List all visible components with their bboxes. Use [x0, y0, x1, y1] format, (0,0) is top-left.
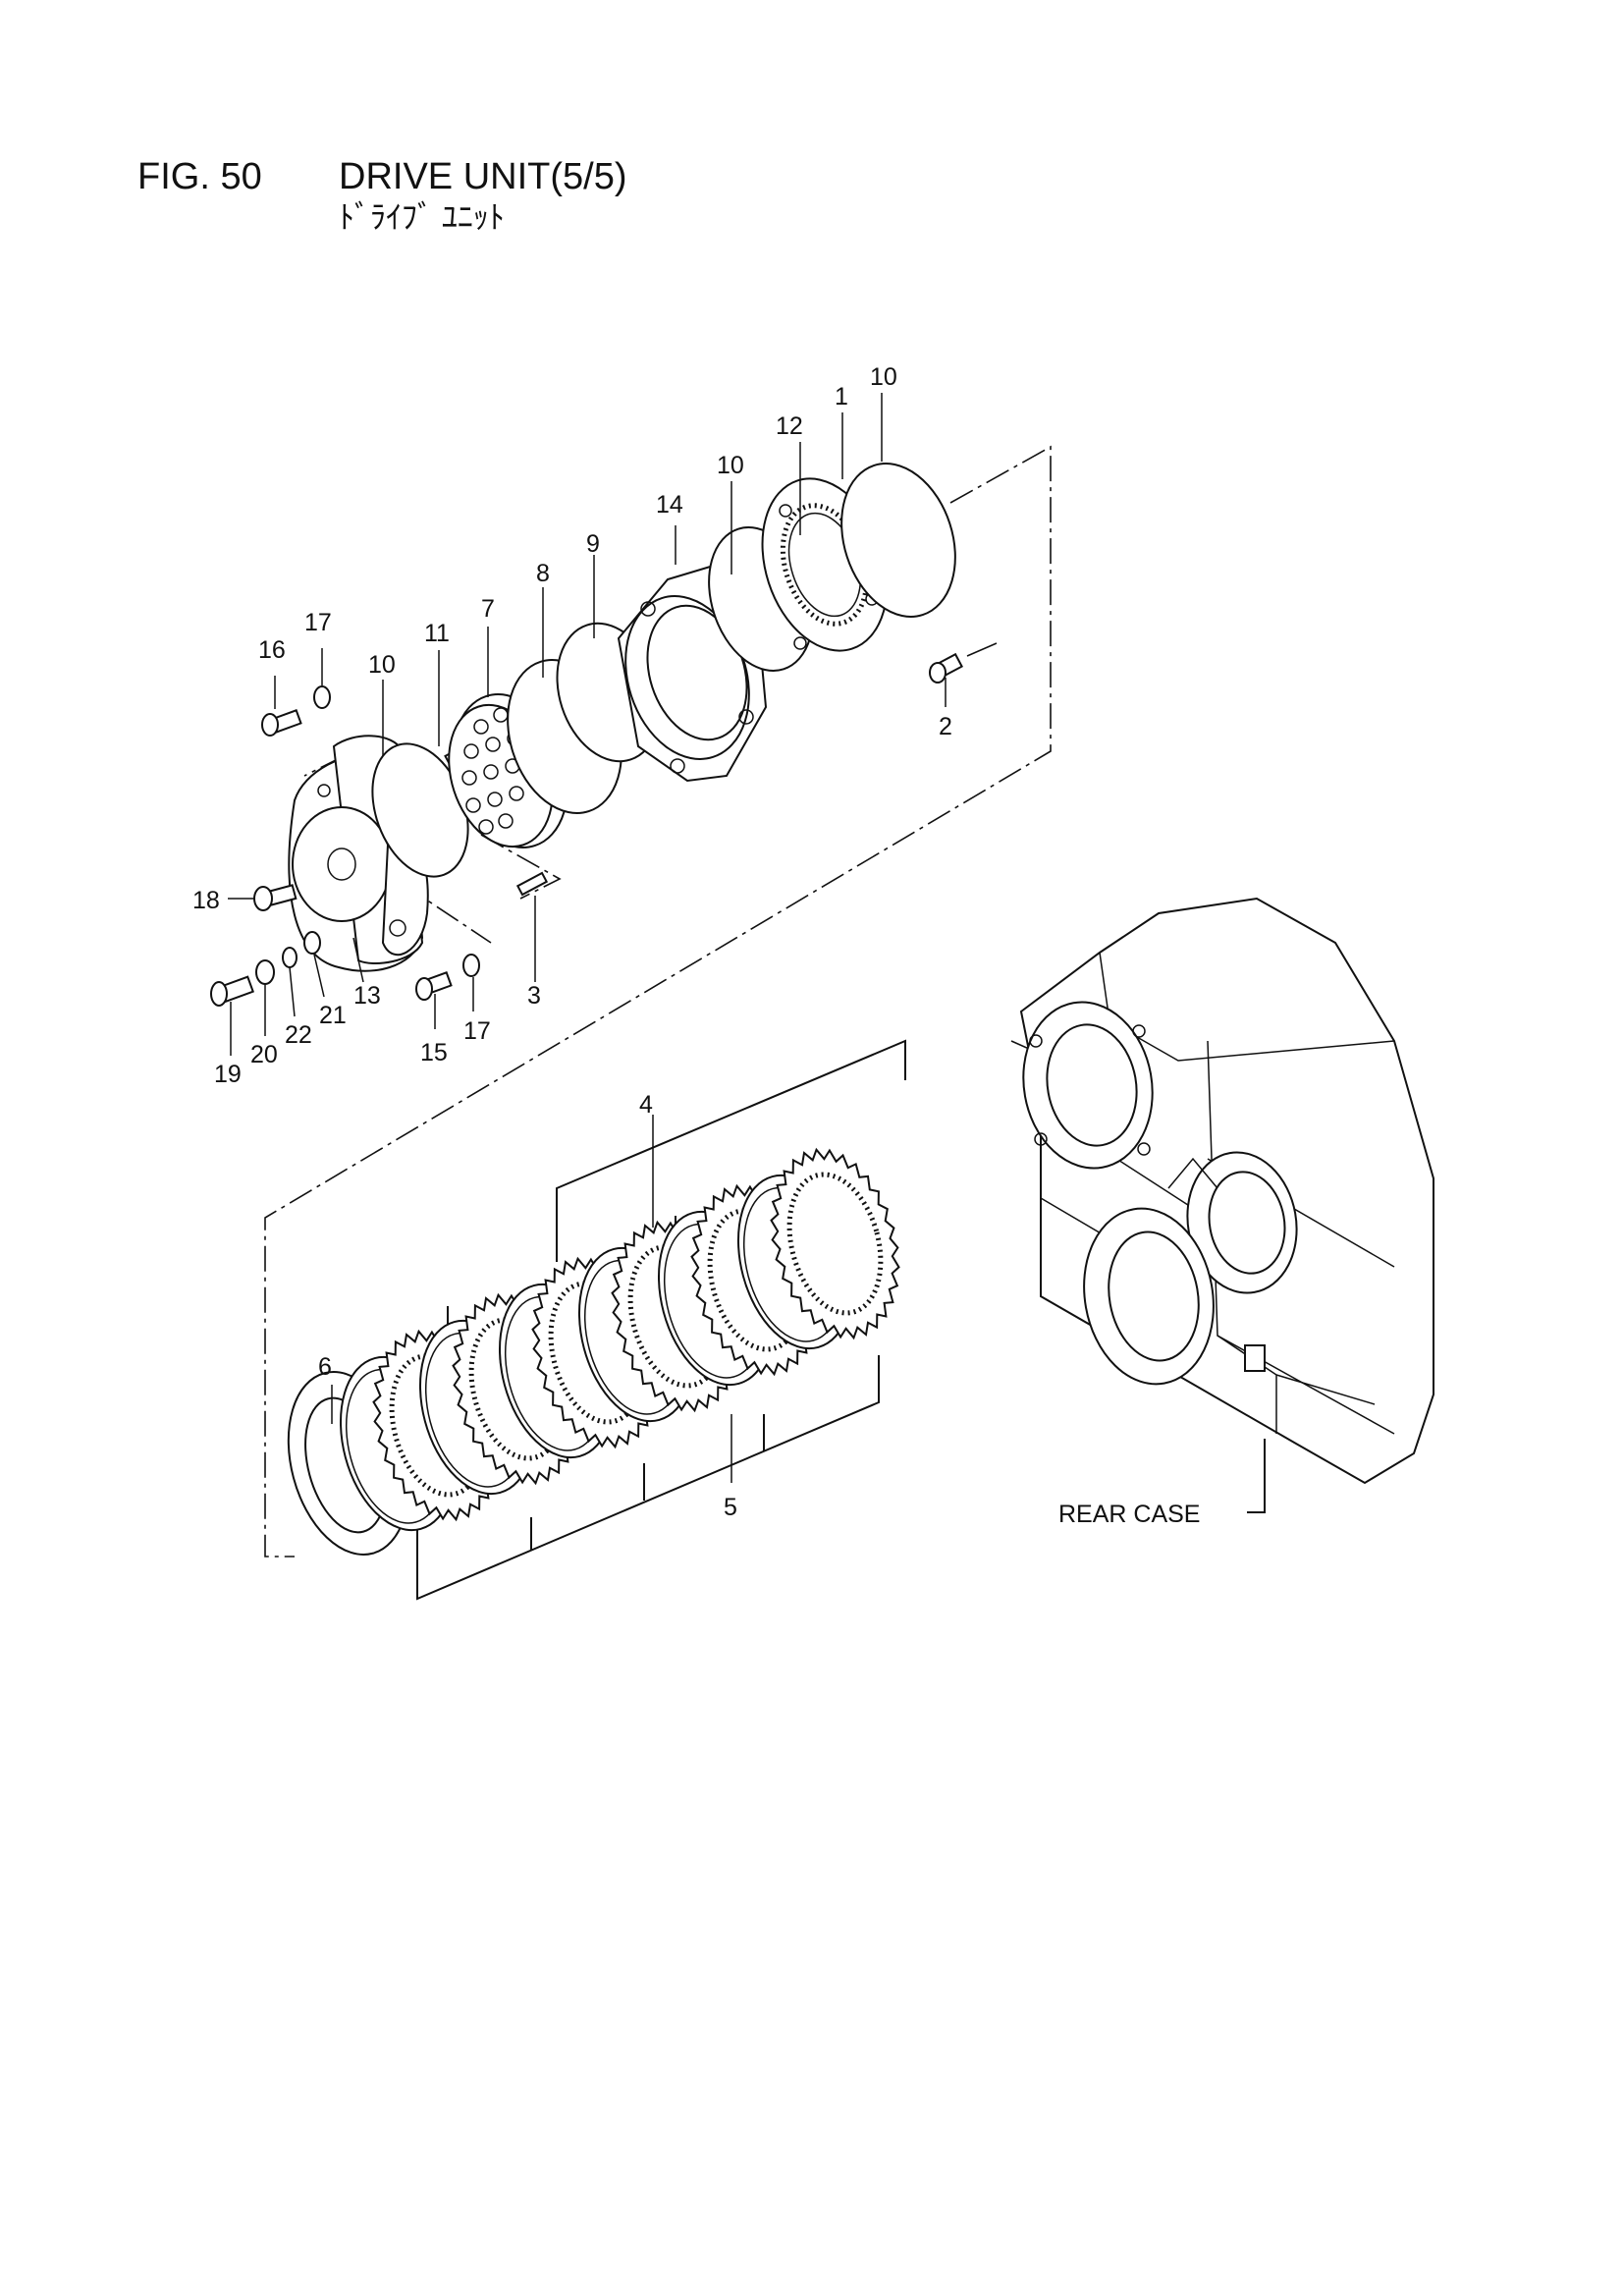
callout-4: 4: [639, 1091, 653, 1119]
washer-21: [303, 931, 321, 955]
callout-5: 5: [724, 1494, 737, 1521]
callout-1: 1: [835, 383, 848, 410]
bolt-18: [253, 884, 298, 911]
callout-20: 20: [250, 1041, 278, 1068]
callouts-upper: 1 10 12 10 14 9 8 7 11 10 17 16 2 18 3 1…: [192, 363, 952, 1088]
callout-9: 9: [586, 530, 600, 558]
washer-17-top: [313, 685, 331, 709]
screw-2: [929, 652, 963, 683]
callout-18: 18: [192, 887, 220, 914]
washer-22: [282, 947, 298, 968]
callout-22: 22: [285, 1021, 312, 1049]
callout-12: 12: [776, 412, 803, 440]
callout-16: 16: [258, 636, 286, 664]
callout-11: 11: [424, 620, 450, 647]
callout-13: 13: [353, 982, 381, 1010]
callout-3: 3: [527, 982, 541, 1010]
figure-title: DRIVE UNIT(5/5): [339, 156, 626, 197]
callout-10-middle: 10: [717, 452, 744, 479]
bolt-19: [210, 975, 254, 1007]
callout-21: 21: [319, 1002, 347, 1029]
o-ring-10-right: [840, 463, 956, 618]
callout-8: 8: [536, 560, 550, 587]
callout-14: 14: [656, 491, 683, 519]
figure-number: FIG. 50: [137, 156, 262, 197]
callout-17-top: 17: [304, 609, 332, 636]
callout-15: 15: [420, 1039, 448, 1066]
figure-header: FIG. 50 DRIVE UNIT(5/5) ﾄﾞﾗｲﾌﾞ ﾕﾆｯﾄ: [137, 156, 626, 235]
rear-case-label: REAR CASE: [1058, 1501, 1200, 1528]
bolt-16: [261, 709, 302, 737]
steel-plate-inner-teeth: [786, 1172, 884, 1316]
callout-10-right: 10: [870, 363, 897, 391]
steel-plate: [770, 1147, 900, 1340]
figure-subtitle-jp: ﾄﾞﾗｲﾌﾞ ﾕﾆｯﾄ: [339, 199, 505, 235]
rear-case-callout: REAR CASE: [1058, 1439, 1266, 1528]
callout-10-left: 10: [368, 651, 396, 679]
nut-20: [255, 959, 275, 985]
callout-7: 7: [481, 595, 495, 623]
callout-17-bottom: 17: [463, 1017, 491, 1045]
clutch-discs: [339, 1147, 900, 1532]
callout-6: 6: [318, 1353, 332, 1381]
upper-assembly: 1 10 12 10 14 9 8 7 11 10 17 16 2 18 3 1…: [192, 363, 998, 1088]
callout-19: 19: [214, 1061, 242, 1088]
callout-2: 2: [939, 713, 952, 740]
leader-lines-upper: [228, 393, 947, 1056]
washer-17-bottom: [462, 954, 480, 977]
pin-3: [515, 871, 549, 897]
rear-case: [1019, 897, 1434, 1485]
bolt-15: [415, 971, 453, 1001]
steel-plate-rim: [770, 1147, 900, 1340]
callouts-lower: 4 5 6: [318, 1091, 737, 1521]
